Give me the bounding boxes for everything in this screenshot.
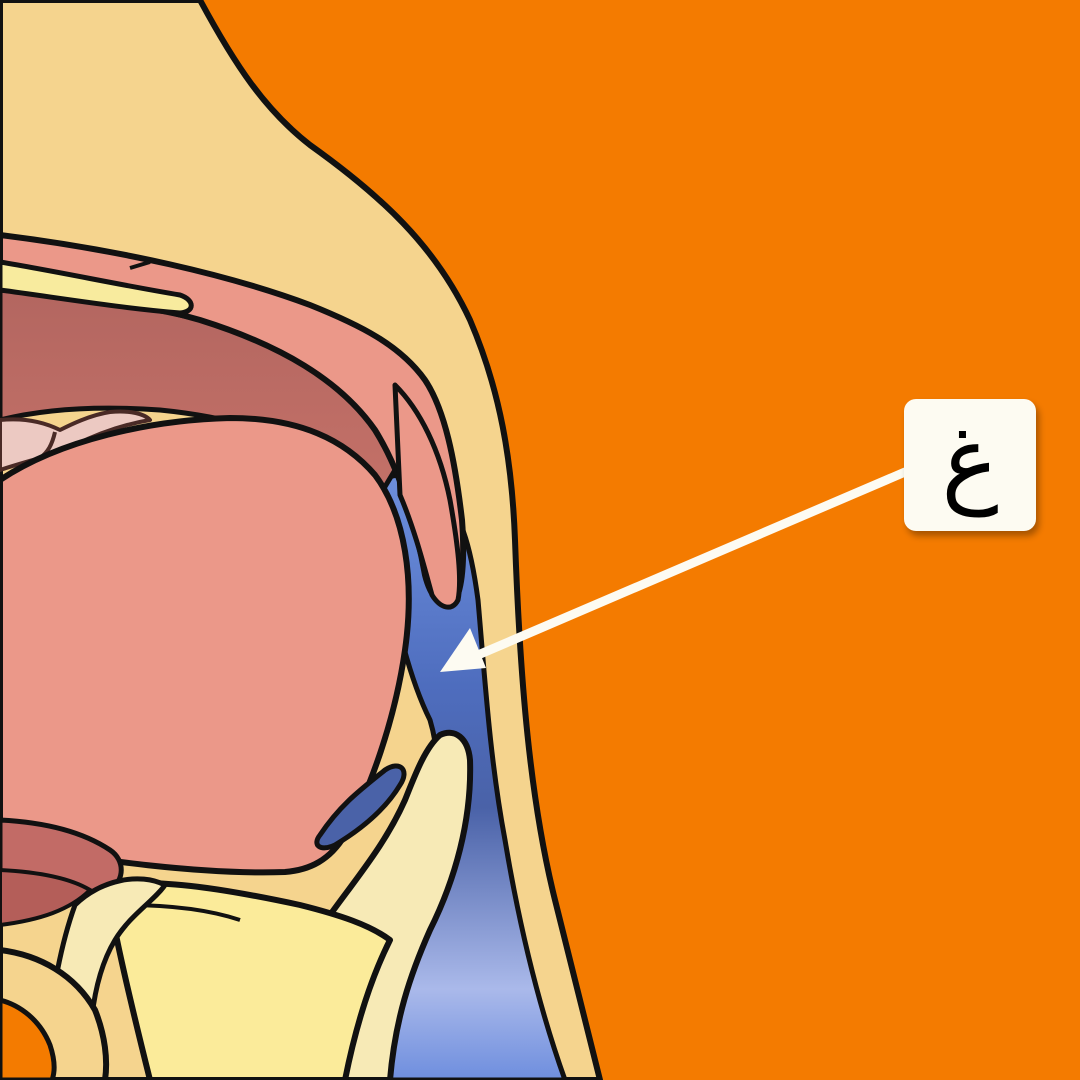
palate-bone <box>0 259 194 316</box>
tongue-root-fold <box>314 763 407 851</box>
tongue <box>0 415 412 876</box>
pointer-arrow <box>440 467 910 672</box>
arabic-letter: غ <box>941 405 999 517</box>
letter-label: غ <box>904 399 1036 531</box>
uvula <box>392 382 463 610</box>
